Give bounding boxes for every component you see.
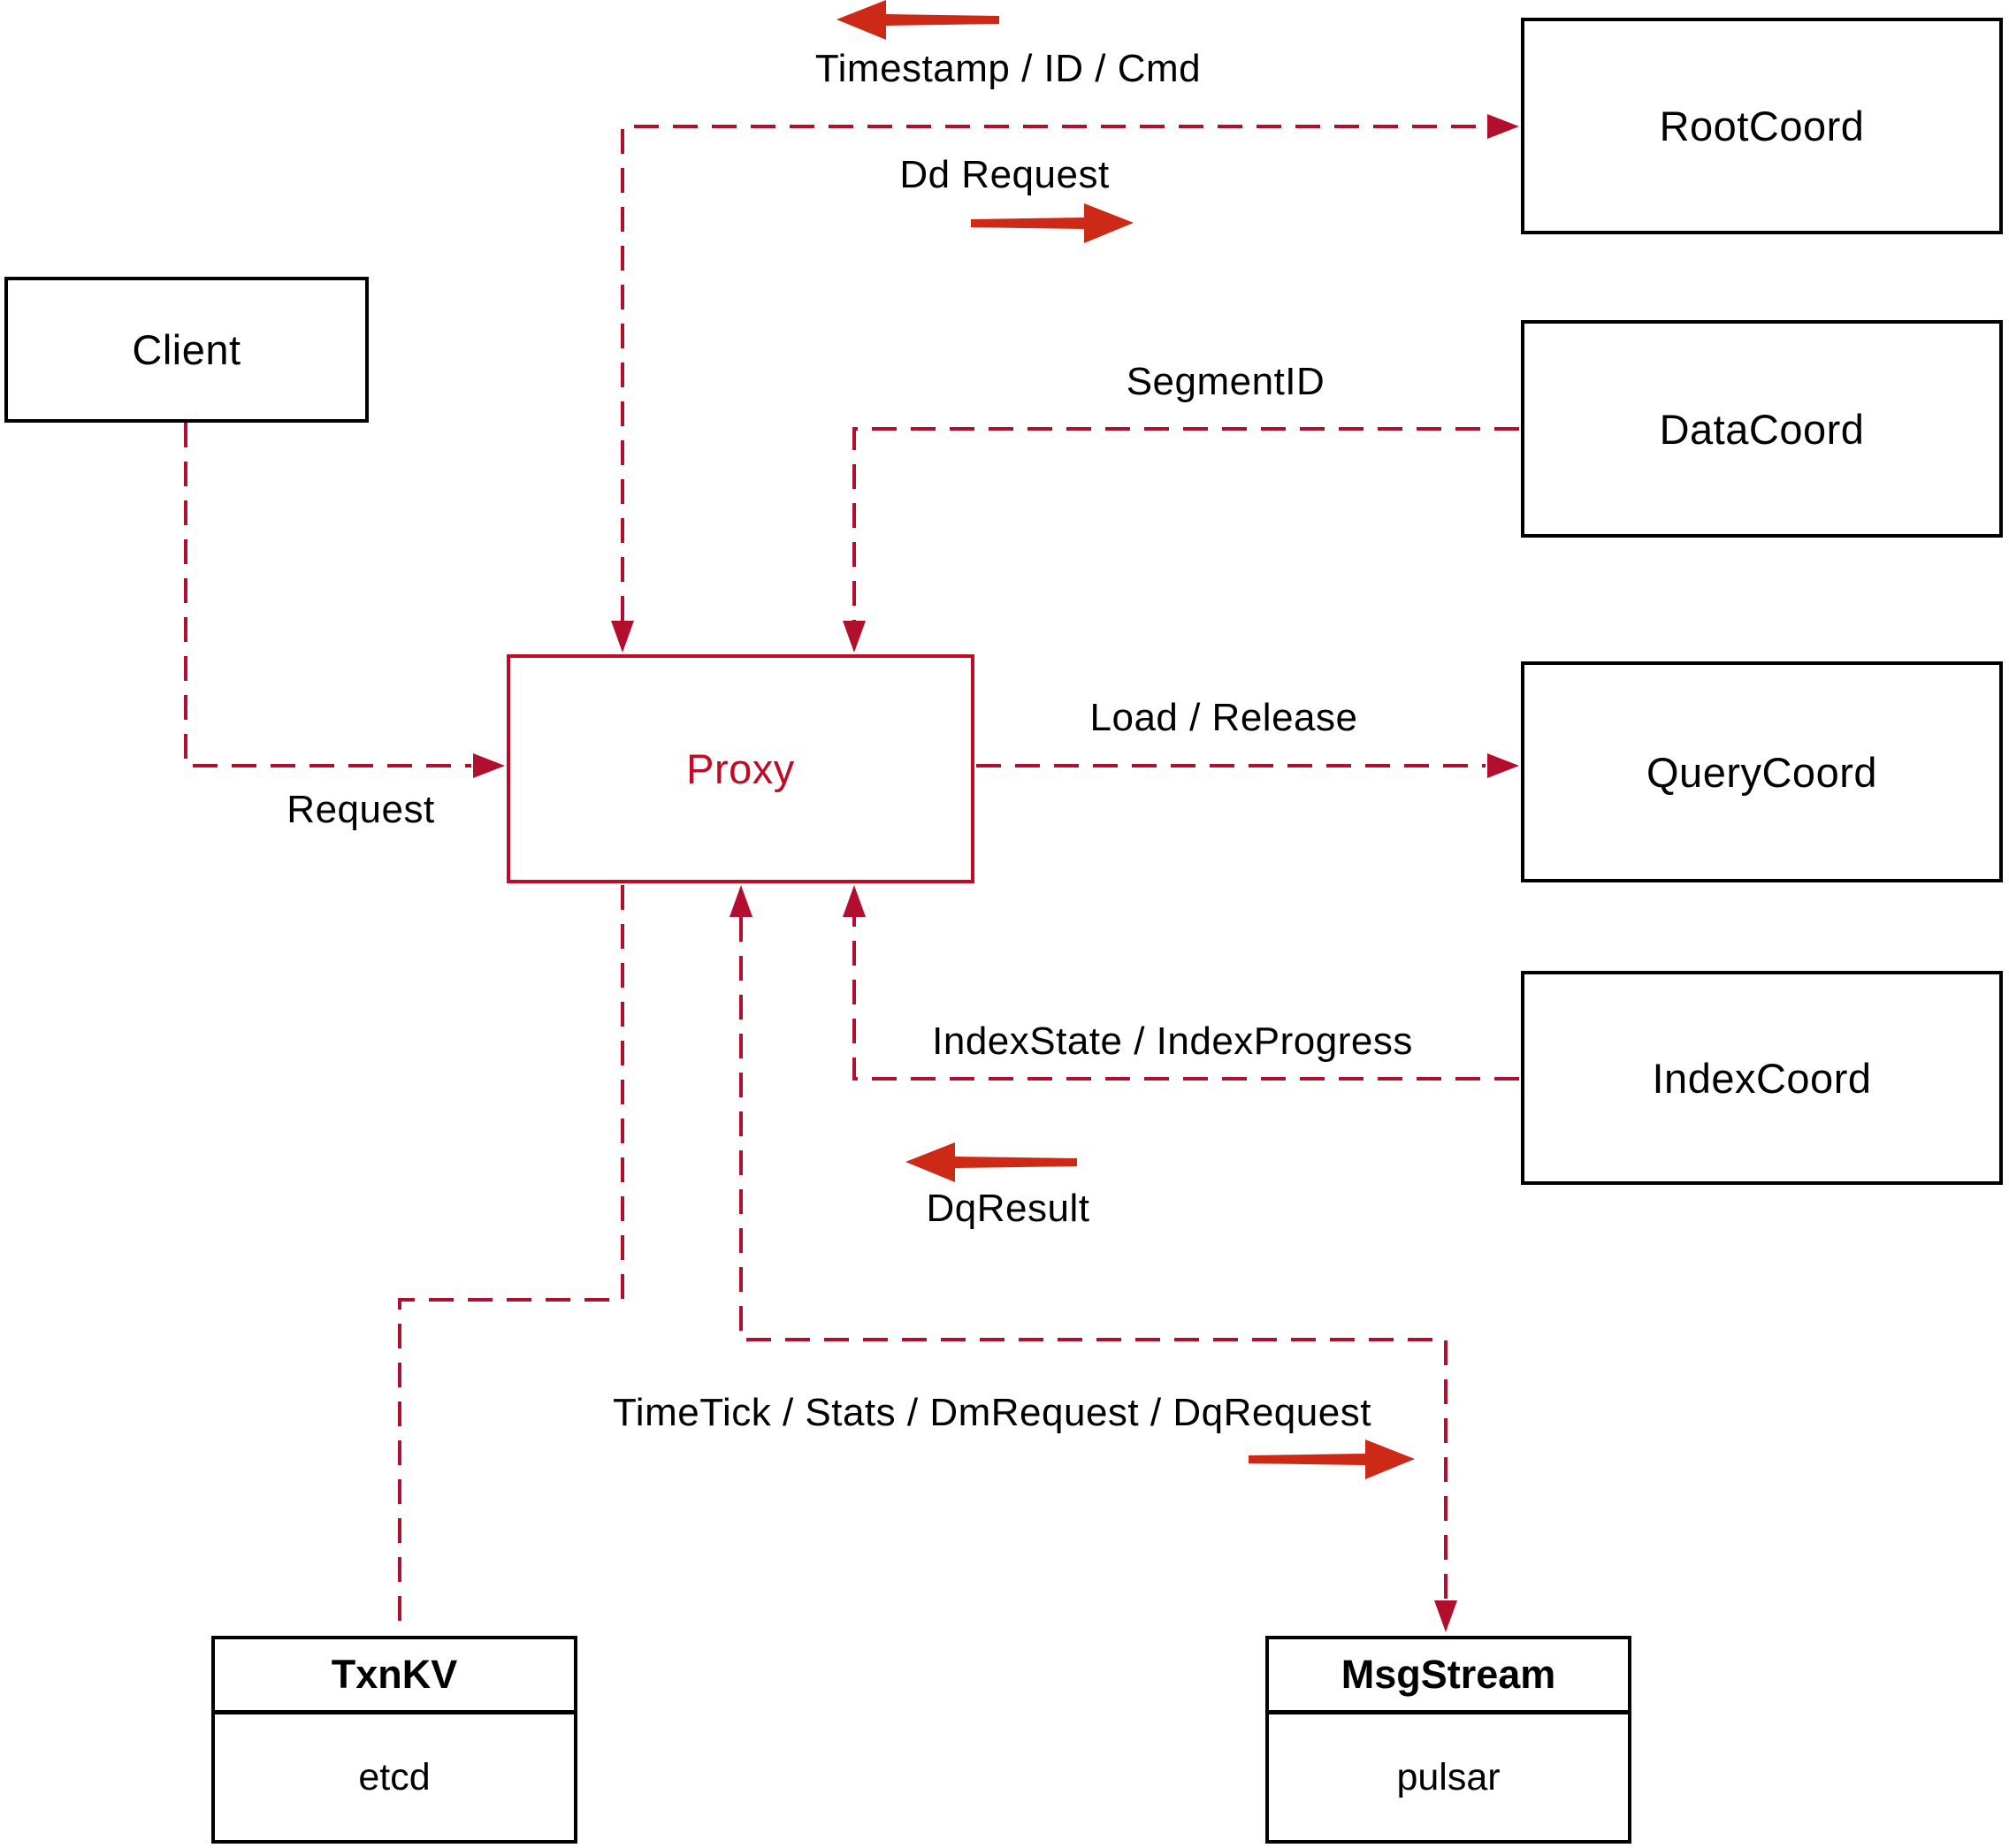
edge-proxy-to-txnkv — [398, 885, 624, 1632]
txnkv-store-header: TxnKV — [215, 1639, 574, 1714]
arrowhead-into-proxy-bottom-right-icon — [843, 885, 866, 917]
arrowhead-into-querycoord-icon — [1487, 753, 1519, 778]
arrowhead-into-proxy-left-icon — [473, 753, 505, 778]
msgstream-store-title: MsgStream — [1341, 1652, 1556, 1697]
edge-label-index-state: IndexState / IndexProgress — [932, 1019, 1413, 1063]
edge-indexcoord-to-proxy — [852, 917, 1519, 1081]
direction-arrow-right-dd-request-icon — [971, 203, 1134, 243]
arrowhead-into-proxy-top-left-icon — [611, 621, 634, 653]
edge-label-time-tick: TimeTick / Stats / DmRequest / DqRequest — [613, 1391, 1371, 1434]
direction-arrow-right-timetick-icon — [1249, 1439, 1415, 1479]
datacoord-node-label: DataCoord — [1659, 405, 1865, 453]
txnkv-store-subtitle: etcd — [358, 1755, 431, 1798]
querycoord-node: QueryCoord — [1521, 661, 2003, 882]
arrowhead-into-proxy-bottom-middle-icon — [730, 885, 752, 917]
edge-datacoord-to-proxy — [852, 427, 1519, 621]
edge-client-to-proxy — [184, 423, 471, 767]
arrowhead-into-msgstream-icon — [1434, 1600, 1457, 1632]
txnkv-store-node: TxnKV etcd — [211, 1636, 577, 1844]
client-node: Client — [4, 277, 369, 423]
direction-arrow-left-dqresult-icon — [905, 1142, 1077, 1182]
datacoord-node: DataCoord — [1521, 320, 2003, 538]
msgstream-store-node: MsgStream pulsar — [1265, 1636, 1631, 1844]
querycoord-node-label: QueryCoord — [1646, 748, 1877, 796]
arrowhead-into-rootcoord-icon — [1487, 114, 1519, 139]
proxy-node: Proxy — [507, 654, 974, 883]
edge-label-load-release: Load / Release — [1089, 696, 1358, 739]
arrowhead-into-proxy-top-right-icon — [843, 621, 866, 653]
rootcoord-node-label: RootCoord — [1659, 103, 1865, 149]
indexcoord-node: IndexCoord — [1521, 971, 2003, 1185]
rootcoord-node: RootCoord — [1521, 18, 2003, 234]
msgstream-store-header: MsgStream — [1269, 1639, 1628, 1714]
txnkv-store-body: etcd — [215, 1714, 574, 1840]
txnkv-store-title: TxnKV — [331, 1652, 458, 1697]
edge-proxy-to-rootcoord — [621, 125, 1486, 621]
proxy-node-label: Proxy — [686, 745, 795, 792]
indexcoord-node-label: IndexCoord — [1652, 1054, 1872, 1102]
edge-proxy-to-msgstream — [739, 917, 1448, 1600]
edge-label-request: Request — [286, 788, 435, 831]
client-node-label: Client — [132, 326, 241, 373]
edge-label-dq-result: DqResult — [926, 1187, 1090, 1230]
direction-arrow-left-timestamp-icon — [836, 0, 999, 40]
edge-label-dd-request: Dd Request — [899, 153, 1110, 196]
edge-label-segment-id: SegmentID — [1126, 360, 1325, 403]
msgstream-store-subtitle: pulsar — [1396, 1755, 1501, 1798]
msgstream-store-body: pulsar — [1269, 1714, 1628, 1840]
edge-label-timestamp: Timestamp / ID / Cmd — [814, 47, 1202, 90]
